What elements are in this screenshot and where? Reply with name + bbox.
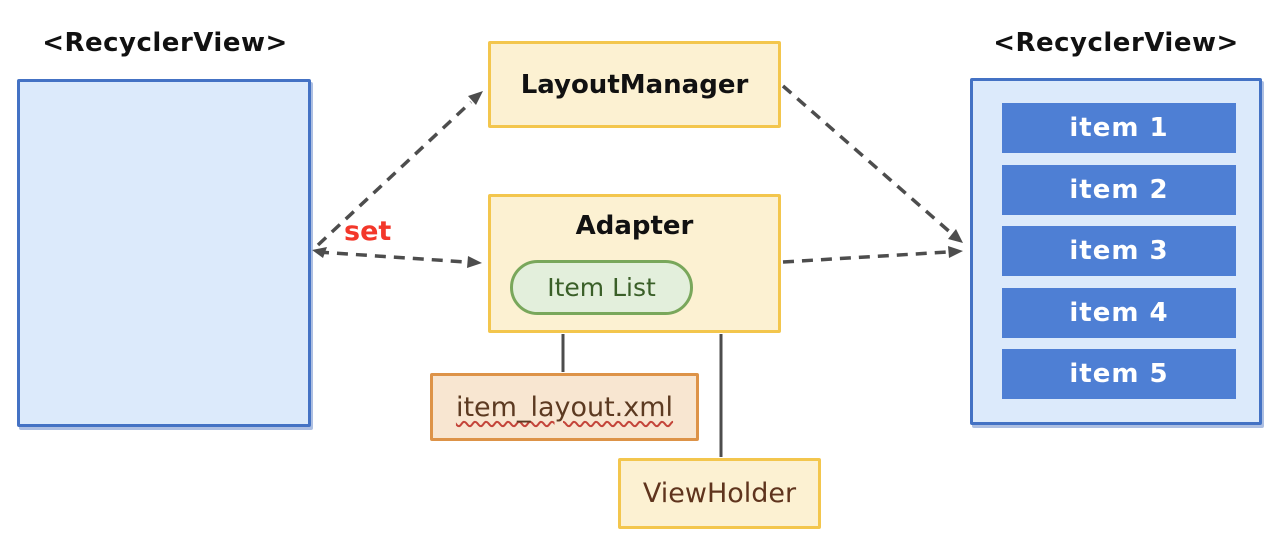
recycler-item-1: item 1 [1002,103,1236,153]
arrowhead-right-box-lower [948,246,963,258]
arrow-set-adapter [317,250,467,264]
adapter-box: Adapter Item List [488,194,781,333]
viewholder-box: ViewHolder [618,458,821,529]
recycler-item-2: item 2 [1002,165,1236,215]
layoutmanager-label: LayoutManager [520,69,749,100]
viewholder-label: ViewHolder [642,478,797,509]
arrow-layoutmanager-recyclerview [781,84,953,235]
layoutmanager-box: LayoutManager [488,41,781,128]
item-layout-label: item_layout.xml [455,391,674,423]
arrowhead-layoutmanager [468,91,483,105]
left-recyclerview-box [17,79,311,427]
recycler-item-5: item 5 [1002,349,1236,399]
item-list-label: Item List [547,273,656,302]
recycler-item-3: item 3 [1002,226,1236,276]
recycler-item-4: item 4 [1002,288,1236,338]
right-recyclerview-title: <RecyclerView> [993,28,1239,58]
item-list-pill: Item List [510,260,693,315]
arrowhead-right-box-upper [948,229,963,243]
arrow-set-layoutmanager [316,100,473,247]
arrowhead-left-box [312,247,327,258]
arrowhead-adapter [467,256,482,268]
right-recyclerview-box: item 1 item 2 item 3 item 4 item 5 [970,78,1262,425]
item-layout-box: item_layout.xml [430,373,699,441]
left-recyclerview-title: <RecyclerView> [42,28,288,58]
set-label: set [344,216,392,247]
adapter-label: Adapter [575,211,694,241]
arrow-adapter-recyclerview [782,250,949,264]
